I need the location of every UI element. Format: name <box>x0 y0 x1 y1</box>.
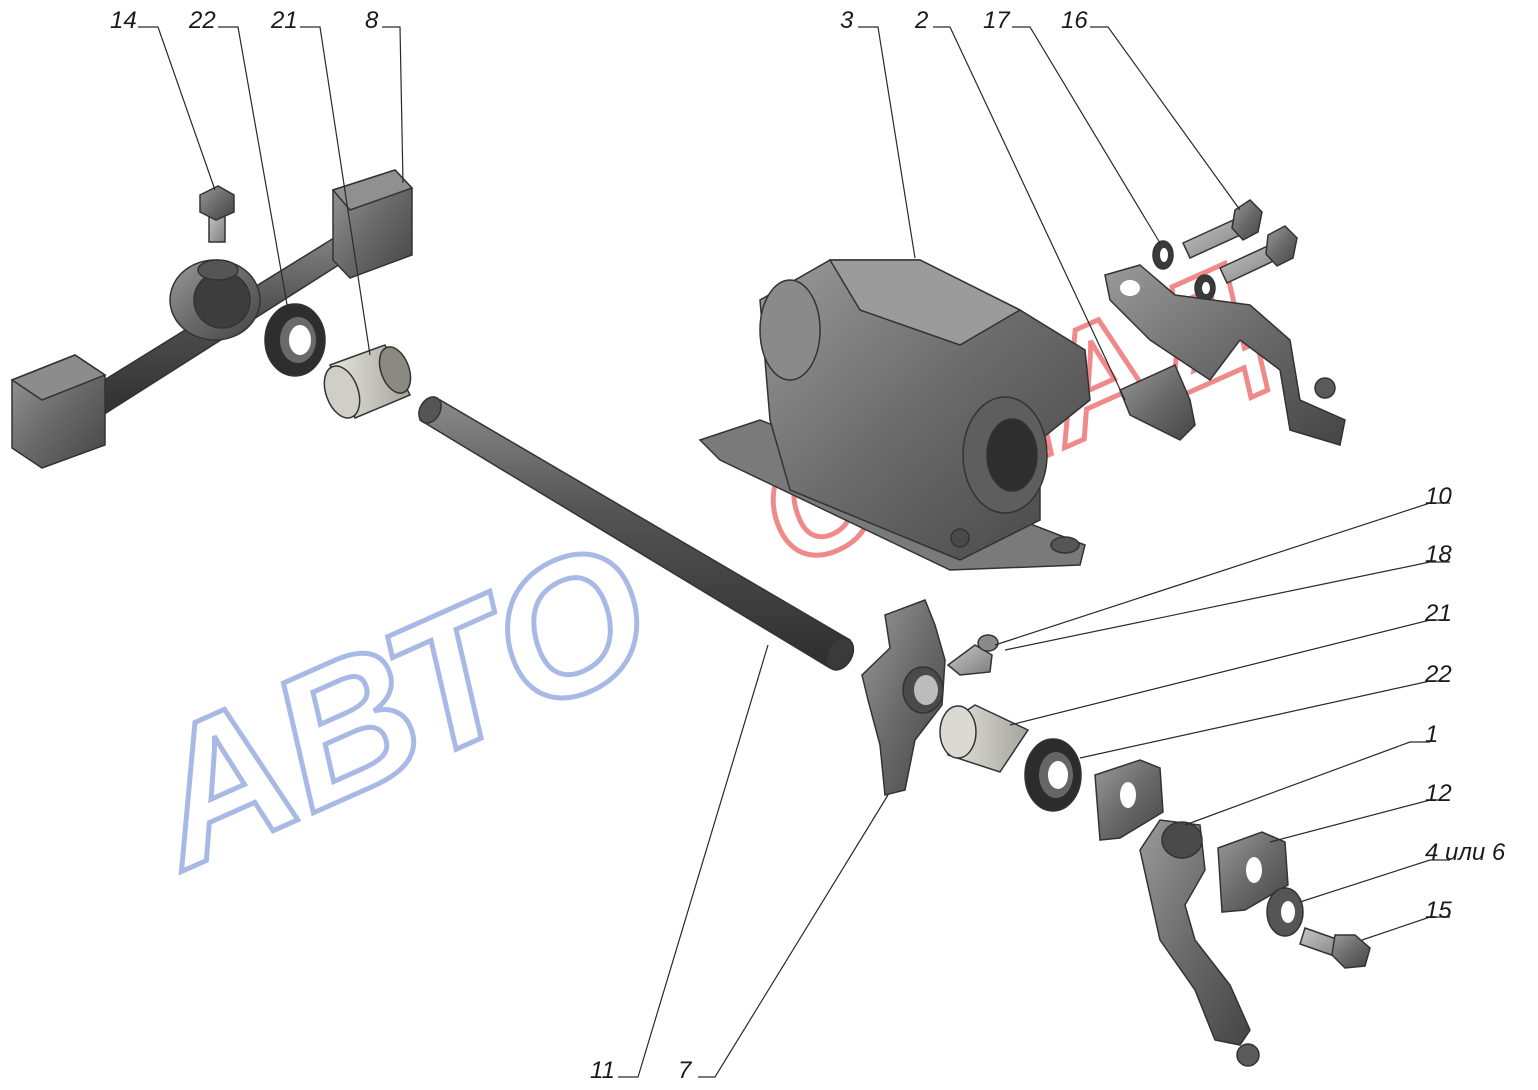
callout-22-top: 22 <box>188 7 216 34</box>
callout-12: 12 <box>1425 780 1452 807</box>
part-3-housing <box>698 259 1091 571</box>
leader-lines <box>138 26 1450 1078</box>
part-2-plate <box>1119 364 1196 441</box>
part-22-seal-top <box>264 303 326 377</box>
part-15-bolt <box>1299 927 1371 969</box>
callout-16: 16 <box>1061 7 1088 34</box>
part-arm <box>1139 819 1260 1067</box>
callout-14: 14 <box>110 7 137 34</box>
part-1-plate <box>1094 759 1164 841</box>
callout-21-bottom: 21 <box>1424 600 1452 627</box>
callout-11: 11 <box>590 1057 615 1084</box>
callout-1: 1 <box>1425 721 1438 748</box>
part-7-lever <box>861 599 946 796</box>
callout-10: 10 <box>1425 483 1452 510</box>
part-14-bolt <box>199 185 235 243</box>
part-12-plate <box>1217 831 1289 913</box>
part-bracket <box>1104 264 1346 446</box>
part-21-bushing-bottom <box>939 704 1030 773</box>
part-21-bushing-top <box>323 344 412 419</box>
callout-17: 17 <box>983 7 1011 34</box>
callout-21-top: 21 <box>270 7 298 34</box>
part-4-washer <box>1266 887 1304 937</box>
callout-22-bottom: 22 <box>1424 661 1452 688</box>
part-11-shaft <box>418 396 855 671</box>
part-10-nipple <box>946 634 999 676</box>
watermark-left: АВТО <box>112 501 680 909</box>
part-22-seal-bottom <box>1024 738 1082 812</box>
callout-7: 7 <box>678 1057 693 1084</box>
callout-15: 15 <box>1425 897 1452 924</box>
callout-labels: 14 22 21 8 3 2 17 16 10 18 21 22 1 12 4 … <box>110 7 1506 1084</box>
callout-8: 8 <box>365 7 379 34</box>
part-8-lever-bar <box>10 169 414 469</box>
callout-18: 18 <box>1425 541 1452 568</box>
callout-2: 2 <box>914 7 928 34</box>
callout-4-or-6: 4 или 6 <box>1425 839 1506 866</box>
callout-3: 3 <box>840 7 854 34</box>
